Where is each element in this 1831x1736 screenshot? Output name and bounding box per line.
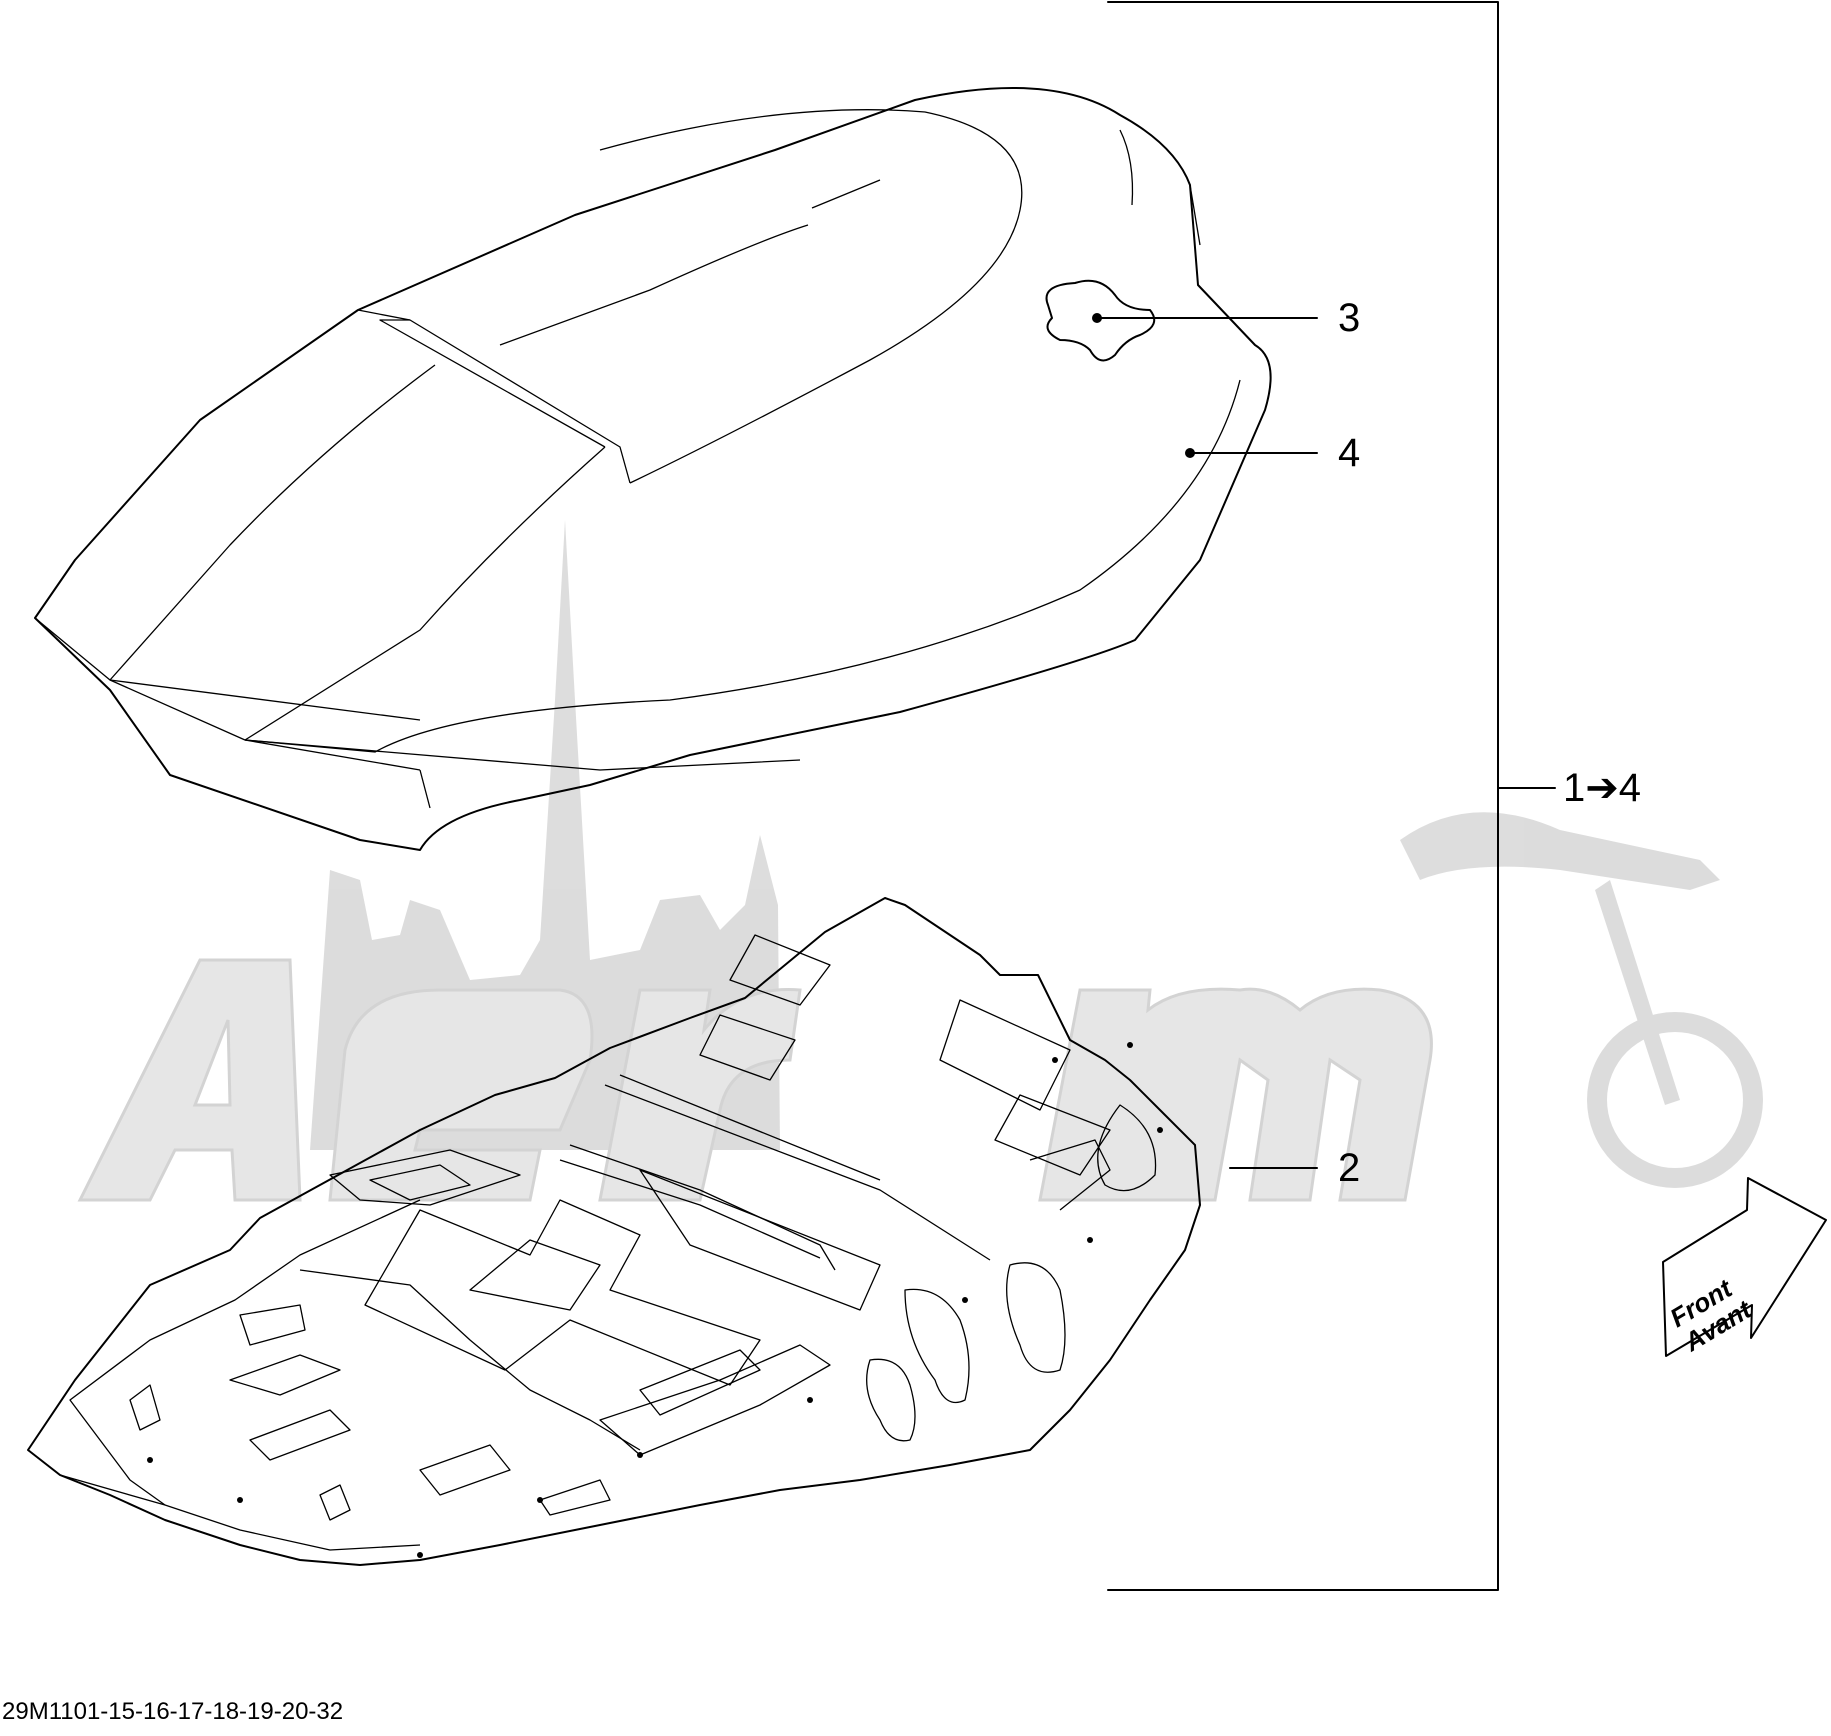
seat-base[interactable] xyxy=(27,897,1201,1566)
assembly-bracket xyxy=(1107,1,1499,1591)
callout-2: 2 xyxy=(1338,1146,1360,1190)
seat-emblem[interactable] xyxy=(1045,279,1156,362)
watermark xyxy=(77,520,1763,1202)
front-direction-arrow: Front Avant xyxy=(1662,1177,1827,1358)
callout-3: 3 xyxy=(1338,296,1360,340)
figure-code: 29M1101-15-16-17-18-19-20-32 xyxy=(2,1698,344,1725)
callout-range: 1➔4 xyxy=(1563,766,1641,810)
callout-4: 4 xyxy=(1338,431,1360,475)
seat-cover[interactable] xyxy=(34,87,1272,851)
callout-leaders xyxy=(1096,1,1556,1591)
